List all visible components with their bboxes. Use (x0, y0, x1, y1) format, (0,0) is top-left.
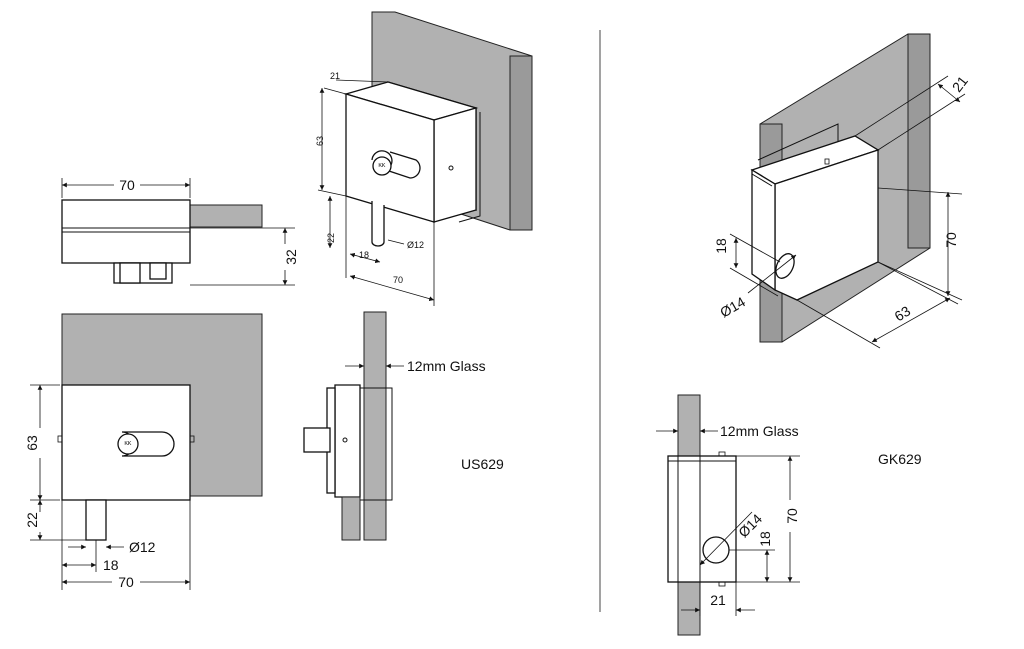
us629-iso-d22-dim: 22 (326, 233, 336, 243)
us629-front-height-dim: 63 (24, 435, 40, 451)
gk629-side-d18-dim: 18 (757, 531, 773, 547)
gk629-glass-label: 12mm Glass (720, 423, 799, 439)
us629-iso-d70-dim: 70 (393, 275, 403, 285)
gk629-product-code: GK629 (878, 451, 922, 467)
gk629-side-view: 12mm Glass Ø14 70 18 21 (656, 394, 800, 636)
us629-side-view: 12mm Glass US629 (303, 311, 504, 541)
us629-glass-label: 12mm Glass (407, 358, 486, 374)
gk629-side-d70-dim: 70 (784, 508, 800, 524)
us629-front-width-dim: 70 (118, 574, 134, 590)
us629-front-key-mark: ᴷᴷ (125, 440, 132, 449)
us629-front-bolt-offset-dim: 22 (24, 512, 40, 528)
gk629-iso-d14-dim: Ø14 (717, 293, 748, 320)
gk629-iso-d70-dim: 70 (943, 232, 959, 248)
gk629-iso-view: 21 70 63 18 Ø14 (713, 33, 971, 349)
us629-front-bolt-pos-dim: 18 (103, 557, 119, 573)
us629-top-depth-dim: 32 (283, 249, 299, 265)
gk629-iso-d18-dim: 18 (713, 238, 729, 254)
us629-top-view: 70 32 (61, 177, 299, 286)
us629-iso-d63-dim: 63 (315, 136, 325, 146)
gk629-iso-d21-dim: 21 (949, 73, 971, 95)
us629-product-code: US629 (461, 456, 504, 472)
us629-top-width-dim: 70 (119, 177, 135, 193)
us629-iso-key-mark: ᴷᴷ (379, 162, 386, 171)
us629-iso-view: ᴷᴷ 21 63 22 Ø12 18 70 (315, 11, 533, 306)
gk629-iso-d63-dim: 63 (892, 302, 914, 324)
us629-iso-d12-dim: Ø12 (407, 240, 424, 250)
gk629-side-d21-dim: 21 (710, 592, 726, 608)
us629-iso-d18-dim: 18 (359, 250, 369, 260)
us629-iso-d21-dim: 21 (330, 71, 340, 81)
us629-front-bolt-diameter-dim: Ø12 (129, 539, 156, 555)
us629-front-view: ᴷᴷ 63 22 Ø12 18 70 (24, 313, 263, 590)
